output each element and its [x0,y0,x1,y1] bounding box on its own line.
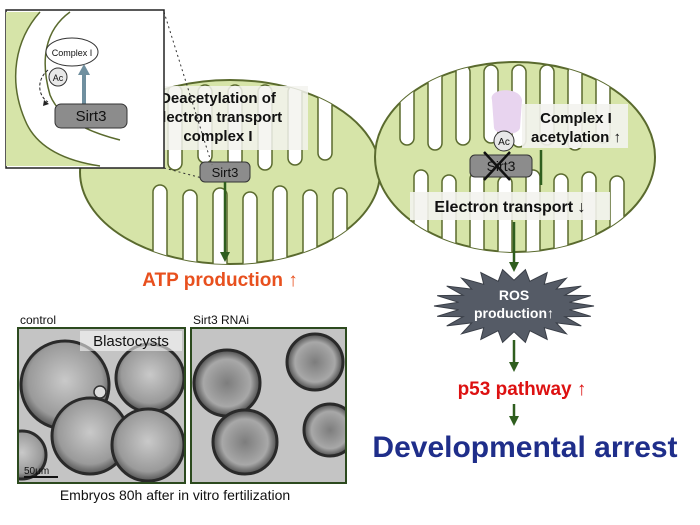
right-ac-label: Ac [498,137,510,148]
sirt3-cross-line-b [483,151,511,181]
complex-i-shape [491,90,522,134]
acetylation-text-box [522,104,628,148]
micrograph-caption: Embryos 80h after in vitro fertilization [60,487,290,503]
inset-ac-circle [48,67,68,87]
zoom-line-bottom [163,167,203,179]
right-ac-circle [493,130,515,152]
inset-ac-label: Ac [53,73,64,83]
ros-line1: ROS [499,287,529,303]
deacetylation-line3: complex I [183,128,252,145]
acetylation-line2: acetylation ↑ [531,129,621,146]
rnai-micrograph [190,327,347,484]
electron-transport-label: Electron transport ↓ [434,199,585,216]
control-label: control [20,313,56,327]
developmental-arrest-label: Developmental arrest [372,431,677,464]
right-sirt3-box [469,154,533,178]
rnai-label: Sirt3 RNAi [193,313,249,327]
inset-sirt3-label: Sirt3 [76,108,107,125]
inset-sirt3-box [54,103,128,129]
zoom-line-top [163,11,213,166]
p53-pathway-label: p53 pathway ↑ [458,379,587,400]
electron-transport-box [410,192,610,220]
blastocysts-label: Blastocysts [93,333,169,350]
inset-zoom: Complex I Ac Sirt3 [5,9,165,169]
inset-dashed-arrow [39,69,49,103]
deacetylation-line2: electron transport [154,109,282,126]
acetylation-line1: Complex I [540,110,612,127]
ros-line2: production↑ [474,305,554,321]
sirt3-label: Sirt3 [212,165,239,180]
deacetylation-line1: Deacetylation of [160,90,277,107]
inset-complex-label: Complex I [52,48,93,58]
ros-starburst: ROS production↑ [433,268,595,344]
scale-label: 50μm [24,466,49,477]
inset-complex-i [45,37,99,67]
control-micrograph: Blastocysts 50μm [17,327,186,484]
atp-production-label: ATP production ↑ [142,270,298,291]
